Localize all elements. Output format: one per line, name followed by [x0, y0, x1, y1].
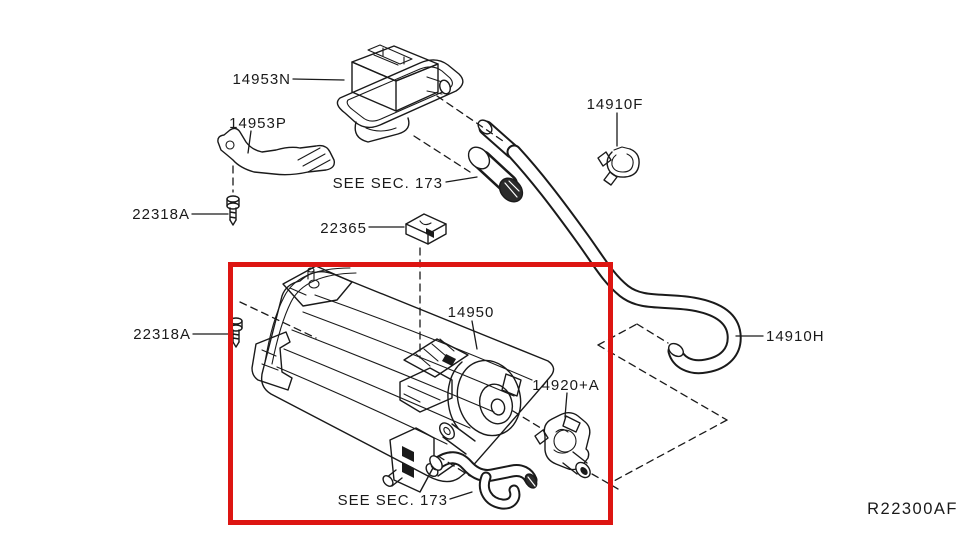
- part-label-14950: 14950: [448, 304, 495, 321]
- hose-bottom-drawing: [429, 451, 538, 510]
- bracket-drawing: [217, 127, 336, 176]
- part-label-22318a-lower: 22318A: [133, 326, 191, 343]
- canister-drum-end: [447, 359, 522, 437]
- canister-lower-bracket: [382, 427, 435, 493]
- highlight-box: [228, 262, 613, 525]
- part-label-14910h: 14910H: [766, 328, 825, 345]
- part-label-14953p: 14953P: [229, 115, 287, 132]
- callout-labels: 14953N 14953P 22318A 22318A 22365 SEE SE…: [132, 71, 958, 518]
- canister-drawing: [251, 265, 555, 493]
- clip-14910f-drawing: [597, 146, 640, 186]
- purge-valve-drawing: [534, 412, 591, 479]
- clip-22365-drawing: [405, 213, 447, 245]
- canister-connector-block: [399, 338, 469, 413]
- part-label-14920a: 14920+A: [532, 377, 599, 394]
- part-label-22365: 22365: [320, 220, 367, 237]
- part-label-22318a-upper: 22318A: [132, 206, 190, 223]
- part-label-14953n: 14953N: [232, 71, 291, 88]
- vent-control-valve-drawing: [336, 44, 464, 143]
- hose-14910h-drawing: [506, 144, 742, 375]
- see-sec-label-bottom: SEE SEC. 173: [338, 492, 448, 509]
- callout-leader-lines: [191, 78, 764, 500]
- part-label-14910f: 14910F: [587, 96, 644, 113]
- diagram-ref-code: R22300AF: [867, 500, 958, 518]
- see-sec-label-top: SEE SEC. 173: [333, 175, 443, 192]
- screw-upper-drawing: [226, 195, 240, 226]
